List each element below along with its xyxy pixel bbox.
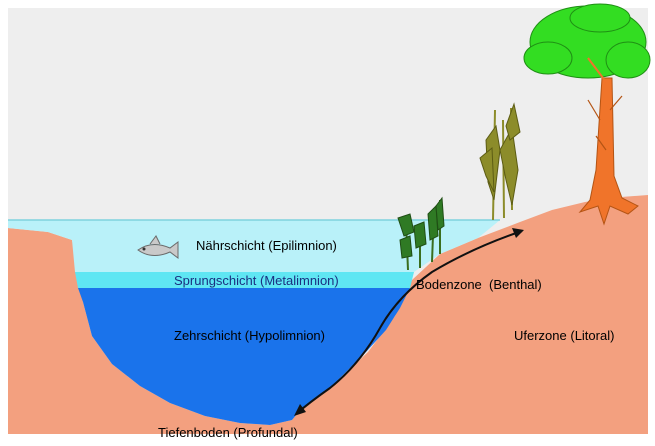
hypolimnion-label: Zehrschicht (Hypolimnion) [174,328,325,343]
metalimnion-label: Sprungschicht (Metalimnion) [174,273,339,288]
profundal-label: Tiefenboden (Profundal) [158,425,298,440]
benthal-label: Bodenzone (Benthal) [416,277,542,292]
litoral-label: Uferzone (Litoral) [514,328,614,343]
epilimnion-label: Nährschicht (Epilimnion) [196,238,337,253]
